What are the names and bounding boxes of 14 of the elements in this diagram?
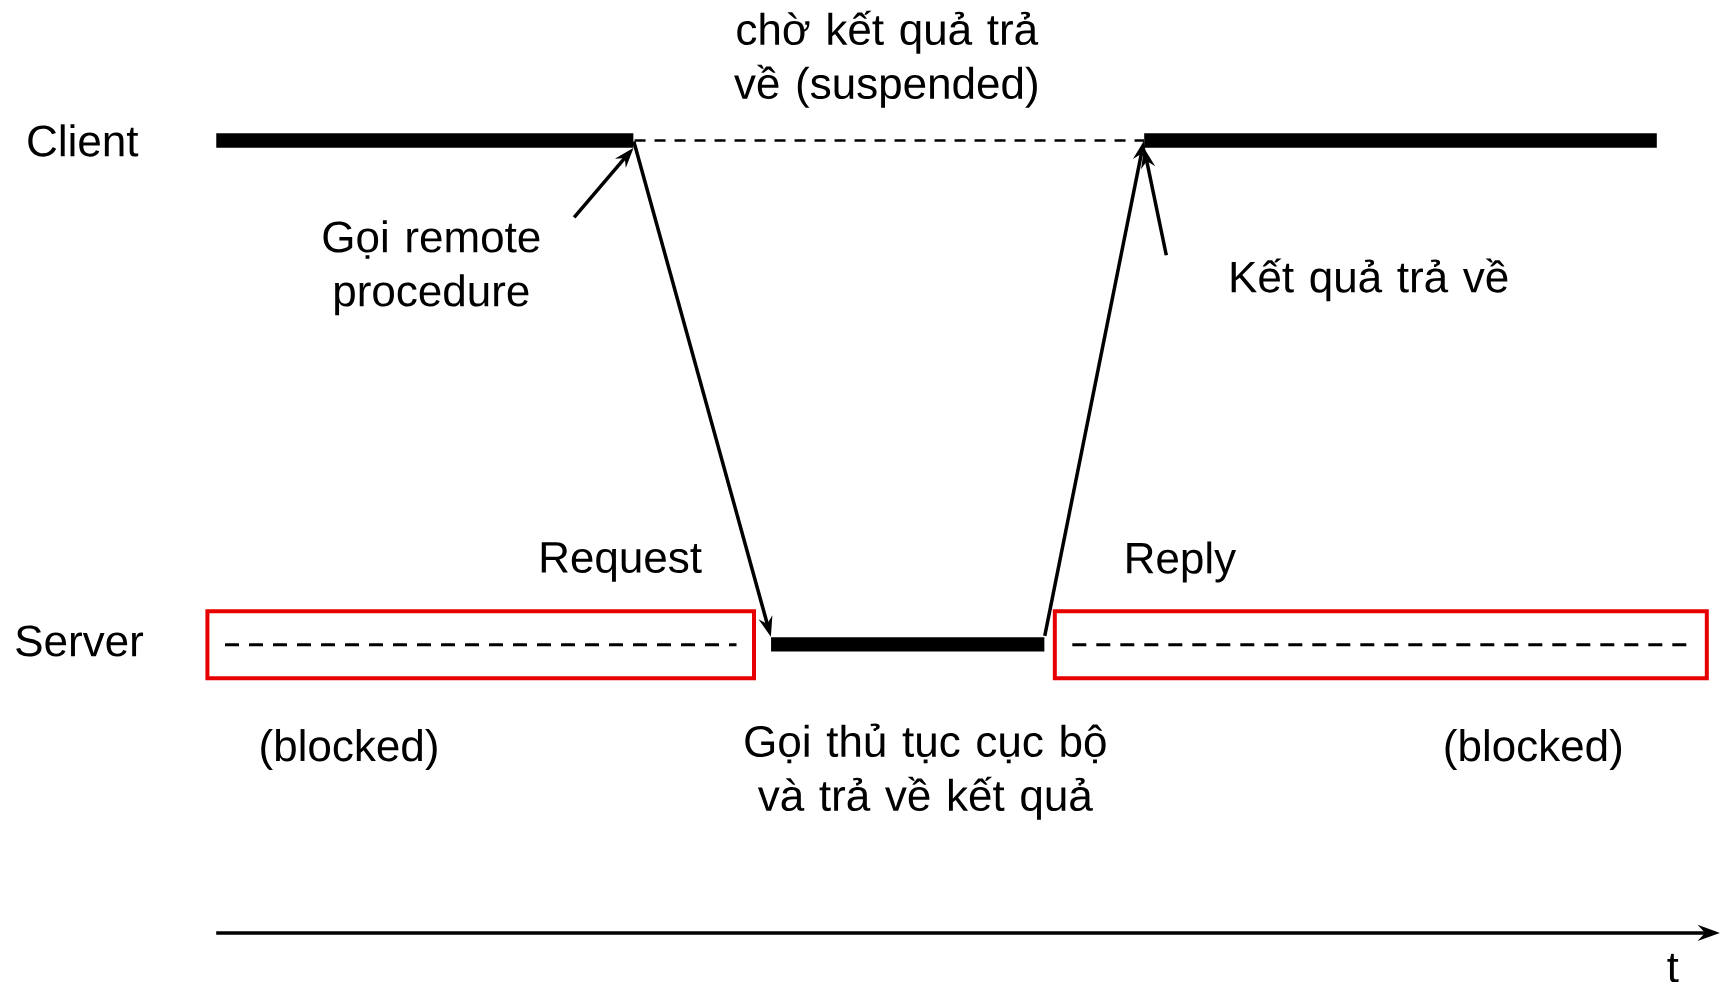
note-text: (blocked): [1445, 729, 1621, 771]
edge-label: chờ kết quả trả về (suspended): [734, 10, 1039, 108]
annotation-text: Kết quả trả về: [1231, 258, 1508, 302]
note-text: Gọi thủ tục cục bộ và trả về kết quả: [745, 723, 1106, 820]
axis-label: t: [1667, 953, 1679, 982]
timeline-bar: [1144, 133, 1657, 148]
edge-label: Reply: [1127, 541, 1237, 583]
edge-label: Request: [541, 542, 702, 582]
axis-label: Client: [28, 124, 139, 157]
dashed-line: [634, 139, 1144, 142]
axis-label: Server: [16, 625, 144, 657]
annotation-text: Gọi remote procedure: [323, 220, 540, 316]
note-text: (blocked): [261, 729, 437, 771]
timeline-bar: [216, 133, 634, 148]
